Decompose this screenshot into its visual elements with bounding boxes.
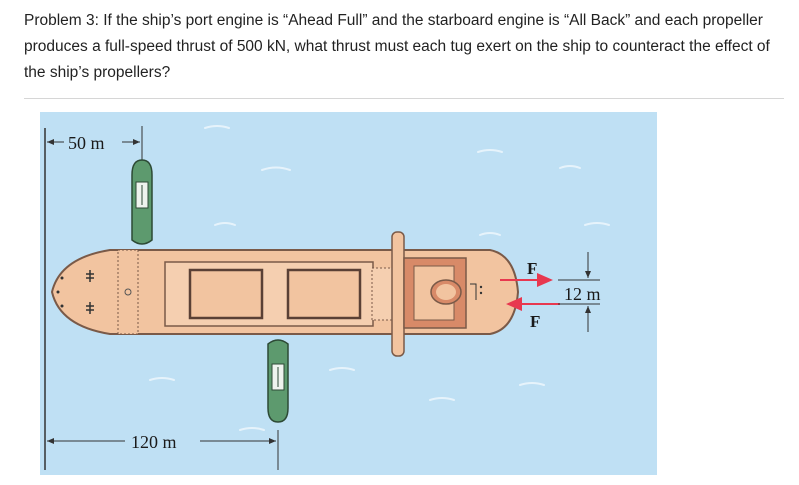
ship-hull-icon <box>50 231 520 357</box>
dimension-12m: 12 m <box>558 252 601 332</box>
divider <box>24 98 784 99</box>
force-arrow-icon <box>500 273 560 311</box>
tug-boat-icon <box>131 159 153 245</box>
dimension-12m-label: 12 m <box>564 284 601 304</box>
problem-statement: Problem 3: If the ship’s port engine is … <box>24 12 770 81</box>
dimension-120m-label: 120 m <box>131 432 177 452</box>
dimension-50m-label: 50 m <box>68 133 105 153</box>
tug-boat-icon <box>267 339 289 423</box>
dimension-120m: 120 m <box>47 430 279 470</box>
water-ripples <box>149 125 610 431</box>
force-label-top: F <box>527 259 537 278</box>
force-label-bottom: F <box>530 312 540 331</box>
dimension-50m: 50 m <box>44 126 143 470</box>
